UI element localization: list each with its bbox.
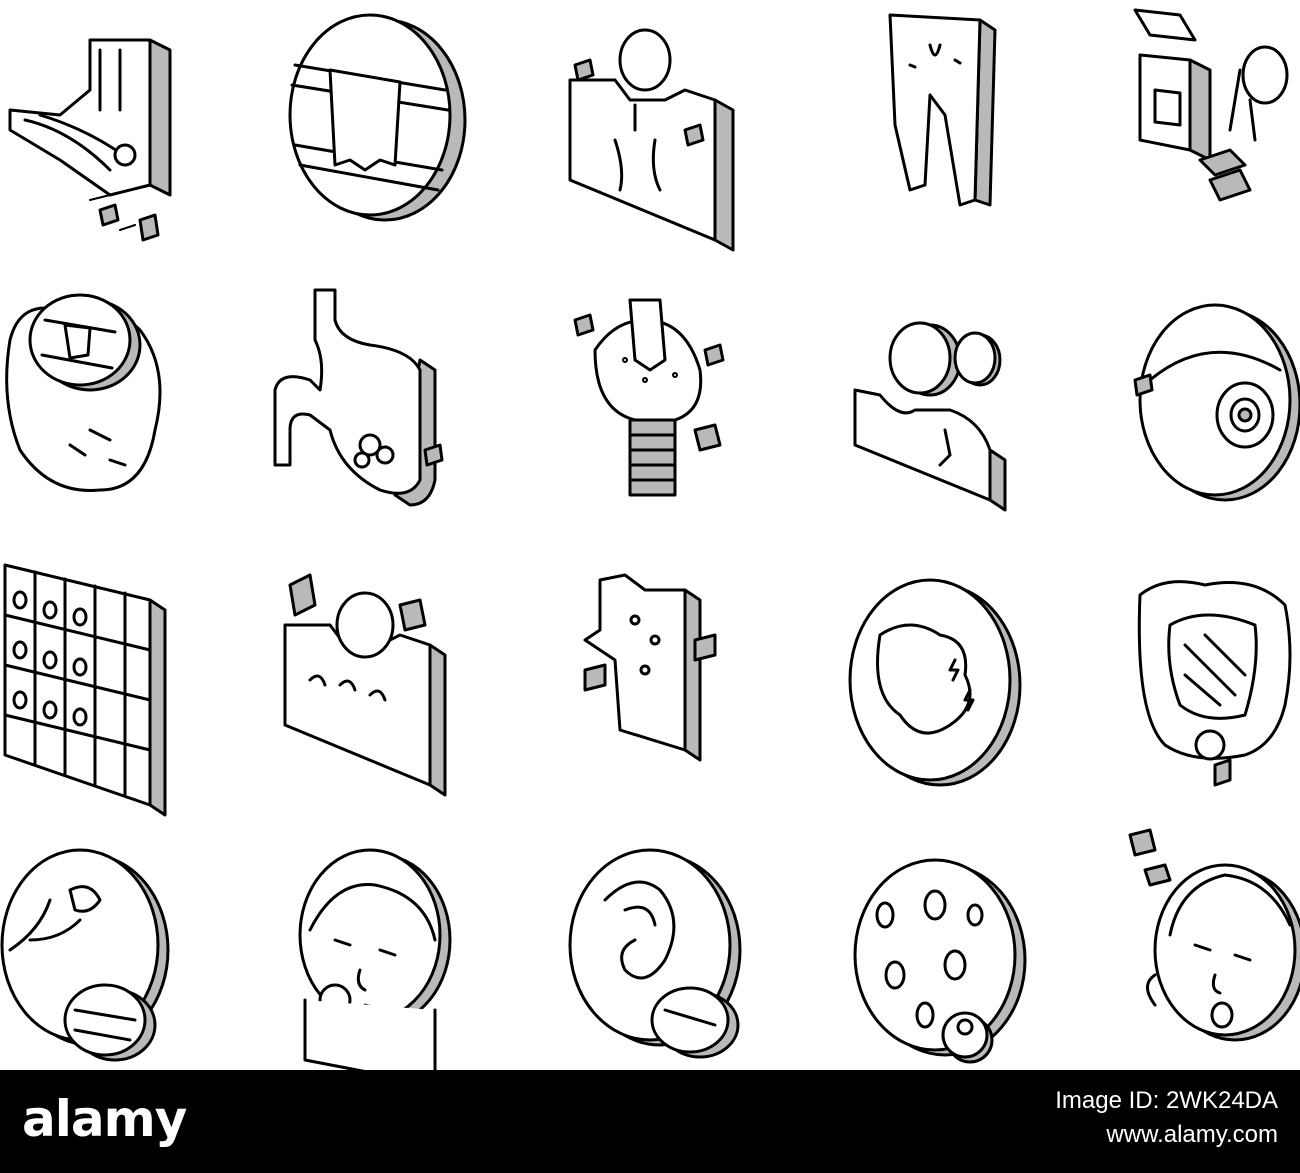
sleepy-man-face-icon	[1110, 825, 1300, 1065]
foot-bones-icon	[0, 20, 220, 260]
man-magnifier-icon	[850, 280, 1070, 520]
cell-grid-icon	[0, 555, 220, 817]
hand-rash-icon	[565, 560, 785, 800]
legs-rash-icon	[860, 5, 1080, 245]
itching-body-icon	[270, 565, 490, 805]
pollen-circle-icon	[0, 848, 220, 1090]
lung-magnifier-icon	[0, 280, 220, 520]
gel-tube-icon	[1100, 0, 1300, 240]
bacteria-circle-icon	[845, 855, 1065, 1095]
footer-info: Image ID: 2WK24DA www.alamy.com	[1055, 1084, 1278, 1152]
icon-sheet	[0, 0, 1300, 1087]
chest-bones-icon	[555, 20, 775, 260]
woman-face-icon	[295, 848, 515, 1100]
skin-layer-circle-icon	[270, 10, 490, 250]
intestine-icon	[1125, 565, 1300, 805]
stomach-icon	[270, 280, 490, 520]
stock-footer-bar: alamy Image ID: 2WK24DA www.alamy.com	[0, 1070, 1300, 1173]
alamy-logo[interactable]: alamy	[22, 1090, 187, 1148]
throat-spine-icon	[555, 280, 775, 520]
cell-circle-icon	[840, 575, 1060, 815]
eye-lesion-icon	[1130, 290, 1300, 530]
site-url-link[interactable]: www.alamy.com	[1106, 1121, 1278, 1148]
ear-circle-icon	[565, 848, 785, 1090]
image-id-text: Image ID: 2WK24DA	[1055, 1087, 1278, 1114]
